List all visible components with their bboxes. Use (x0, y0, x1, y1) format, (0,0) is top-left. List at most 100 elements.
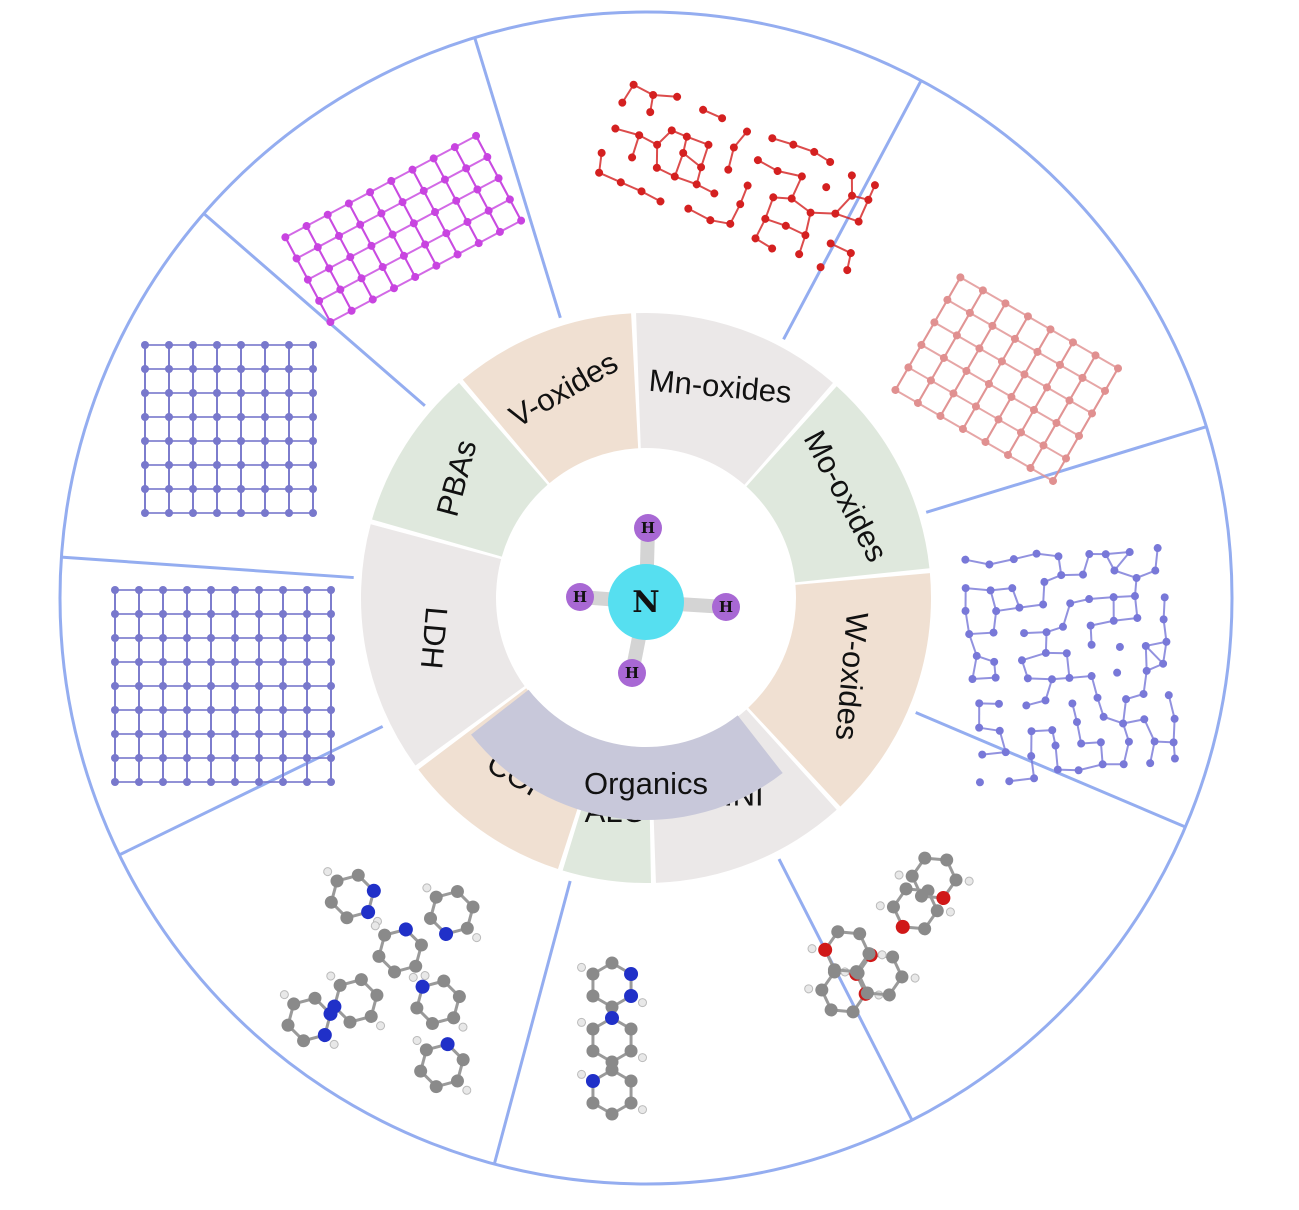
bond (997, 418, 1022, 434)
bond (1144, 645, 1148, 671)
atom (1066, 599, 1075, 608)
atom (624, 1044, 638, 1058)
atom (1085, 550, 1094, 559)
atom (797, 172, 806, 181)
atom (327, 706, 335, 714)
atom (1170, 754, 1179, 763)
atom (789, 140, 798, 149)
hydrogen (877, 950, 887, 960)
atom (466, 900, 480, 914)
bond (969, 631, 994, 636)
atom (261, 485, 269, 493)
atom (398, 198, 407, 207)
bond (962, 428, 986, 443)
hydrogen (637, 1105, 647, 1115)
atom (398, 922, 413, 937)
atom (378, 928, 392, 942)
atom (462, 164, 471, 173)
atom (605, 1063, 619, 1077)
bond (965, 370, 990, 385)
segment-mn-oxides: Mn-oxides (636, 312, 833, 485)
bond (1014, 315, 1029, 340)
atom (822, 183, 831, 192)
atom (327, 586, 335, 594)
atom (1017, 656, 1026, 665)
atom (409, 959, 423, 973)
atom (1047, 675, 1056, 684)
atom (1088, 409, 1097, 418)
atom (635, 131, 644, 140)
atom (1087, 640, 1096, 649)
atom (440, 1037, 455, 1052)
atom (370, 988, 384, 1002)
segment-label-ldh: LDH (414, 606, 454, 671)
atom (1062, 649, 1071, 658)
atom (743, 127, 752, 136)
atom (1020, 370, 1029, 379)
atom (309, 485, 317, 493)
outer-divider-line (925, 425, 1207, 514)
atom (111, 610, 119, 618)
atom (378, 263, 387, 272)
bond (1167, 694, 1176, 720)
atom (891, 385, 900, 394)
atom (1130, 592, 1139, 601)
atom (768, 134, 777, 143)
bond (1033, 409, 1057, 424)
bond (969, 312, 993, 327)
atom (706, 216, 715, 225)
bond (1010, 373, 1026, 398)
atom (159, 778, 167, 786)
atom (344, 199, 353, 208)
atom (450, 143, 459, 152)
atom (484, 206, 493, 215)
atom (629, 80, 638, 89)
atom (984, 379, 993, 388)
atom (231, 586, 239, 594)
bond (956, 334, 980, 350)
atom (165, 437, 173, 445)
atom (1133, 613, 1142, 622)
atom (913, 398, 922, 407)
bond (989, 558, 1015, 566)
organics-band: Organics (471, 689, 783, 821)
atom (231, 754, 239, 762)
atom (159, 754, 167, 762)
hydrogen (637, 1053, 647, 1063)
atom (388, 230, 397, 239)
outer-divider-line (61, 555, 354, 580)
atom (419, 186, 428, 195)
hydrogen-label: H (573, 588, 587, 606)
atom (1068, 338, 1077, 347)
atom (255, 634, 263, 642)
segment-pbas-fill (372, 382, 548, 557)
atom (308, 991, 322, 1005)
atom (207, 610, 215, 618)
atom (1101, 550, 1110, 559)
hydrogen (329, 1039, 339, 1049)
bond (894, 389, 919, 404)
atom (303, 658, 311, 666)
atom (183, 778, 191, 786)
atom (437, 974, 451, 988)
atom (1054, 552, 1063, 561)
atom (325, 264, 334, 273)
atom (940, 853, 954, 867)
atom (141, 365, 149, 373)
atom (183, 610, 191, 618)
atom (425, 1017, 439, 1031)
hydrogen (370, 921, 380, 931)
atom (285, 461, 293, 469)
bond (959, 276, 984, 292)
atom (1119, 719, 1128, 728)
atom (961, 555, 970, 564)
hydrogen (964, 876, 974, 886)
atom (135, 658, 143, 666)
atom (165, 485, 173, 493)
bond (835, 212, 859, 223)
atom (994, 699, 1003, 708)
atom (135, 706, 143, 714)
atom (849, 965, 863, 979)
hydrogen (279, 990, 289, 1000)
hydrogen (462, 1085, 472, 1095)
